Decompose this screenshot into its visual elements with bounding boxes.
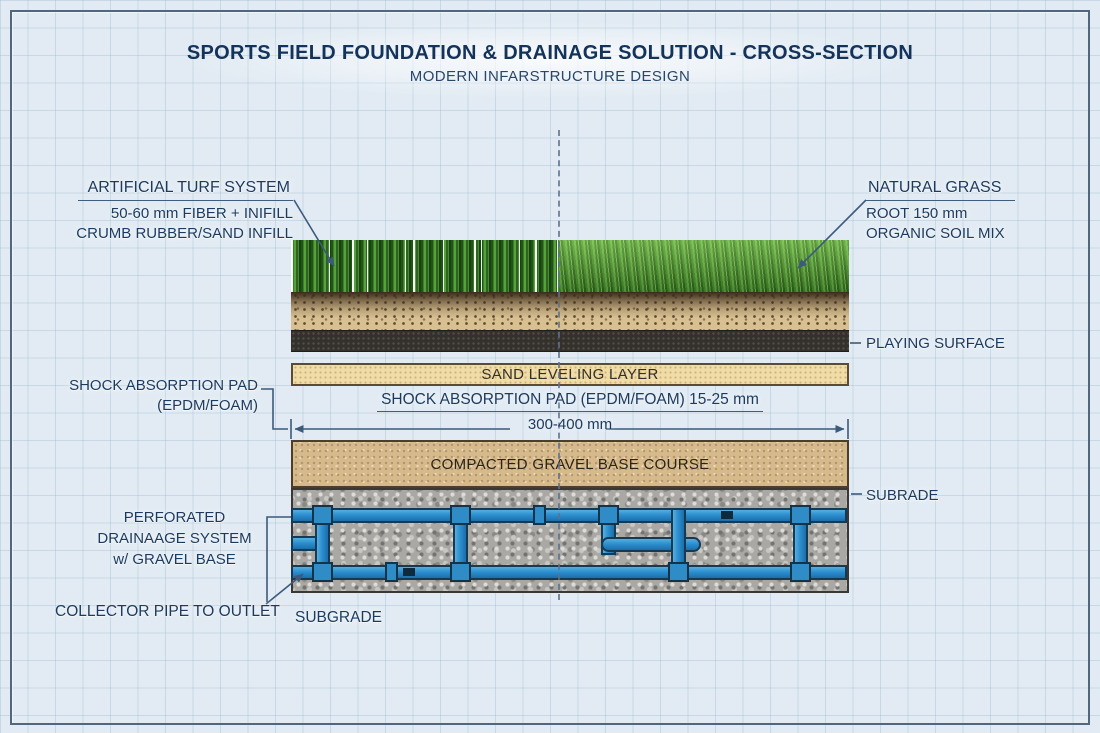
annotation-shock-pad: SHOCK ABSORPTION PAD (EPDM/FOAM) <box>69 377 258 414</box>
layer-artificial-turf <box>291 240 559 292</box>
annotation-subgrade: SUBGRADE <box>295 609 382 626</box>
center-dashed-line <box>558 130 560 600</box>
sand-leveling-label: SAND LEVELING LAYER <box>481 366 659 383</box>
page-subtitle: MODERN INFARSTRUCTURE DESIGN <box>409 68 691 85</box>
layer-playing-surface <box>291 330 849 352</box>
shock-pad-spec-label: SHOCK ABSORPTION PAD (EPDM/FOAM) 15-25 m… <box>291 391 849 412</box>
layer-root-zone <box>291 292 849 330</box>
layer-natural-grass <box>559 240 849 292</box>
layer-drainage-gravel <box>291 488 849 593</box>
page-title: SPORTS FIELD FOUNDATION & DRAINAGE SOLUT… <box>186 42 914 64</box>
annotation-artificial-turf: ARTIFICIAL TURF SYSTEM 50-60 mm FIBER + … <box>76 179 293 242</box>
layer-sand-leveling: SAND LEVELING LAYER <box>291 363 849 386</box>
drain-pipe-top <box>291 508 847 523</box>
pipe-spigot <box>721 511 733 519</box>
annotation-drainage-system: PERFORATED DRAINAAGE SYSTEM w/ GRAVEL BA… <box>97 509 252 568</box>
annotation-subrade: SUBRADE <box>866 487 939 504</box>
pipe-fitting <box>312 505 333 525</box>
drawing-border-frame <box>10 10 1090 725</box>
pipe-spigot <box>403 568 415 576</box>
pipe-fitting <box>312 562 333 582</box>
pipe-fitting <box>450 505 471 525</box>
base-depth-dimension-label: 300-400 mm <box>527 416 613 433</box>
annotation-collector-pipe: COLLECTOR PIPE TO OUTLET <box>55 603 280 620</box>
pipe-coupler <box>385 562 398 582</box>
pipe-fitting <box>598 505 619 525</box>
annotation-natural-grass: NATURAL GRASS ROOT 150 mm ORGANIC SOIL M… <box>866 178 1096 244</box>
layer-gravel-base: COMPACTED GRAVEL BASE COURSE <box>291 440 849 488</box>
title-halo <box>190 22 910 98</box>
pipe-fitting <box>668 562 689 582</box>
drain-pipe-stub <box>291 536 317 551</box>
drain-pipe-bottom <box>291 565 847 580</box>
pipe-fitting <box>790 505 811 525</box>
annotation-playing-surface: PLAYING SURFACE <box>866 335 1005 352</box>
pipe-coupler <box>533 505 546 525</box>
drain-pipe-middle <box>601 537 701 552</box>
pipe-fitting <box>790 562 811 582</box>
gravel-base-label: COMPACTED GRAVEL BASE COURSE <box>430 455 710 473</box>
pipe-fitting <box>450 562 471 582</box>
